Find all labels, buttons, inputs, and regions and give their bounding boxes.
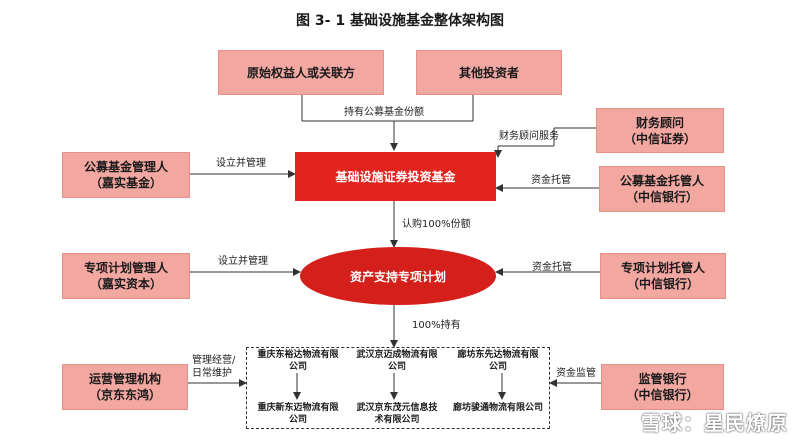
subscribe-label: 认购100%份额 xyxy=(402,219,471,230)
ops-manage-label-line1: 管理经营/ xyxy=(192,355,236,366)
fund-manager-name: 公募基金管理人 xyxy=(83,160,168,174)
other-investors-label: 其他投资者 xyxy=(458,65,519,80)
company-langfang-juntong: 廊坊骏通物流有限公司 xyxy=(452,403,543,413)
advisory-service-label: 财务顾问服务 xyxy=(499,131,559,142)
project-companies-group xyxy=(246,347,550,429)
establish-manage-label-2: 设立并管理 xyxy=(218,256,268,267)
hold-100-label: 100%持有 xyxy=(412,320,461,331)
supervisor-bank-box: 监管银行 （中信银行） xyxy=(601,364,724,410)
company-chongqing-dongyuda: 重庆东裕达物流有限 公司 xyxy=(257,350,339,372)
abs-manager-name: 专项计划管理人 xyxy=(83,261,168,275)
watermark: 雪球：星民燎原 xyxy=(641,411,788,435)
fund-manager-box: 公募基金管理人 （嘉实基金） xyxy=(62,152,190,198)
abs-custodian-name: 专项计划托管人 xyxy=(620,261,705,275)
infrastructure-fund-label: 基础设施证券投资基金 xyxy=(335,170,456,184)
supervisor-bank-org: （中信银行） xyxy=(626,388,699,402)
abs-custodian-box: 专项计划托管人 （中信银行） xyxy=(600,253,726,299)
fund-custody-label-1: 资金托管 xyxy=(531,175,571,186)
company-chongqing-xindongmai: 重庆新东迈物流有限 公司 xyxy=(257,403,339,425)
fund-manager-org: （嘉实基金） xyxy=(89,176,162,190)
company-wuhan-jingmaicheng: 武汉京迈成物流有限 公司 xyxy=(356,350,438,372)
fund-supervision-label: 资金监管 xyxy=(556,368,596,379)
abs-manager-box: 专项计划管理人 （嘉实资本） xyxy=(62,253,190,299)
fund-custody-label-2: 资金托管 xyxy=(532,262,572,273)
company-wuhan-jingdong-maoyuan: 武汉京东茂元信息技 术有限公司 xyxy=(356,403,438,425)
operator-org: （京东东鸿） xyxy=(88,388,161,402)
supervisor-bank-name: 监管银行 xyxy=(638,372,687,386)
abs-plan-label: 资产支持专项计划 xyxy=(349,269,446,284)
abs-manager-org: （嘉实资本） xyxy=(89,277,162,291)
establish-manage-label-1: 设立并管理 xyxy=(216,158,266,169)
other-investors-box: 其他投资者 xyxy=(416,50,562,95)
original-rights-holder-label: 原始权益人或关联方 xyxy=(246,65,355,80)
infrastructure-fund-box: 基础设施证券投资基金 xyxy=(295,152,496,201)
financial-advisor-name: 财务顾问 xyxy=(635,115,684,130)
fund-custodian-name: 公募基金托管人 xyxy=(619,174,704,188)
page-title: 图 3- 1 基础设施基金整体架构图 xyxy=(296,13,504,29)
company-langfang-dongxianda: 廊坊东先达物流有限 公司 xyxy=(457,350,539,372)
operator-name: 运营管理机构 xyxy=(88,372,161,386)
financial-advisor-box: 财务顾问 （中信证券） xyxy=(596,108,724,153)
operator-box: 运营管理机构 （京东东鸿） xyxy=(62,364,188,410)
fund-custodian-org: （中信银行） xyxy=(625,190,698,204)
financial-advisor-org: （中信证券） xyxy=(623,131,696,146)
original-rights-holder-box: 原始权益人或关联方 xyxy=(218,50,384,95)
abs-plan-ellipse: 资产支持专项计划 xyxy=(300,247,496,305)
ops-manage-label-line2: 日常维护 xyxy=(192,368,232,379)
hold-shares-label: 持有公募基金份额 xyxy=(344,107,424,118)
fund-custodian-box: 公募基金托管人 （中信银行） xyxy=(599,166,725,212)
abs-custodian-org: （中信银行） xyxy=(626,277,699,291)
